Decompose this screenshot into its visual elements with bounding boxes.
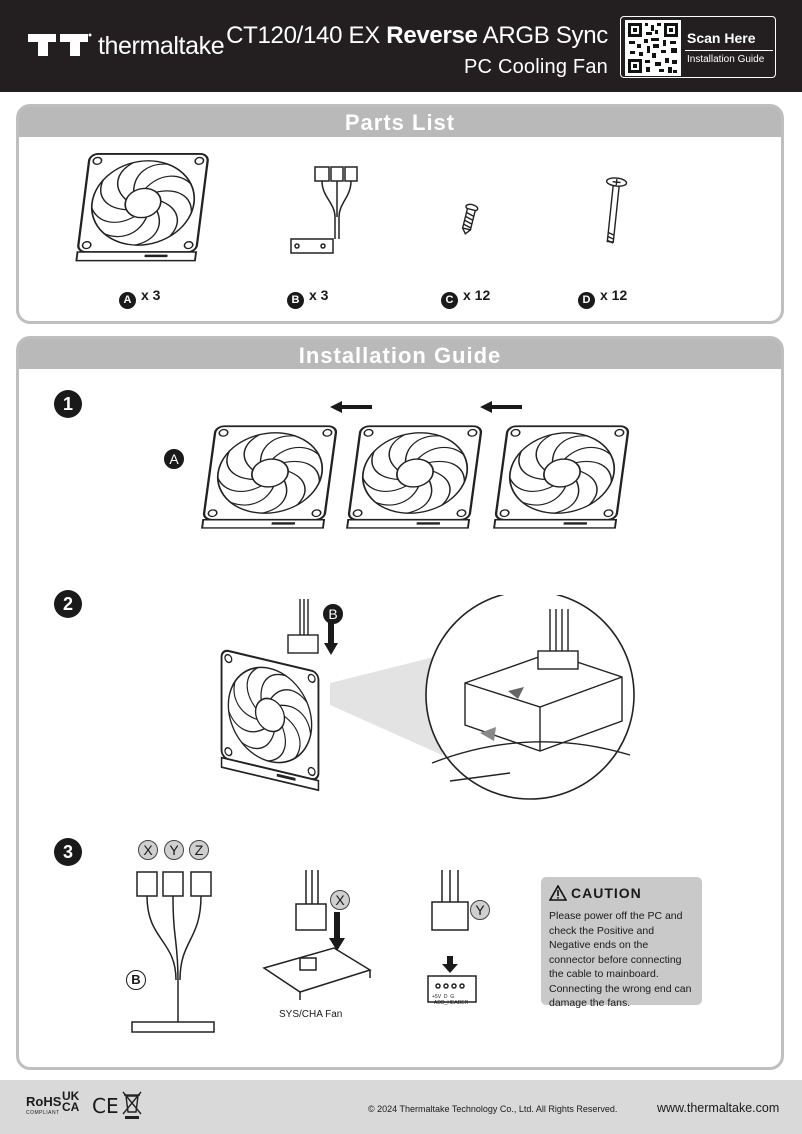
parts-illustrations [75, 152, 628, 262]
warning-triangle-icon [549, 885, 567, 901]
installation-guide-link: Installation Guide [687, 54, 765, 65]
header: thermaltake CT120/140 EX Reverse ARGB Sy… [0, 0, 802, 92]
fan-1-icon [200, 425, 338, 530]
scan-divider [685, 50, 773, 51]
side-fan-icon [220, 648, 320, 792]
label-z-badge: Z [189, 840, 209, 860]
label-y-badge-header: Y [470, 900, 490, 920]
brand-name: thermaltake [98, 32, 225, 60]
step-1-marker: 1 [54, 390, 82, 418]
weee-bin-icon [122, 1091, 142, 1119]
scan-qr-box[interactable]: Scan Here Installation Guide [620, 16, 776, 78]
step-2-illustration [220, 595, 635, 800]
caution-title: CAUTION [571, 885, 642, 901]
fan-3-icon [492, 425, 630, 530]
caution-box: CAUTION Please power off the PC and chec… [541, 877, 702, 1009]
parts-list-title: Parts List [344, 110, 456, 135]
part-c-badge: C [441, 292, 458, 309]
step-3-illustration [131, 870, 477, 1033]
parts-list-header: Parts List [19, 107, 781, 137]
arrow-left-icon-1 [330, 401, 372, 413]
ce-mark: CE [92, 1094, 119, 1118]
arrow-down-icon-3 [442, 956, 458, 973]
label-b-badge-step3: B [126, 970, 146, 990]
arrow-left-icon-2 [480, 401, 522, 413]
product-subtitle: PC Cooling Fan [464, 56, 608, 78]
part-d-long-screw-icon [605, 177, 628, 244]
part-b-badge: B [287, 292, 304, 309]
part-a-badge: A [119, 292, 136, 309]
sys-cha-fan-caption: SYS/CHA Fan [279, 1009, 343, 1020]
arrow-down-icon-2 [329, 912, 345, 951]
installation-guide-title: Installation Guide [298, 343, 502, 368]
part-d-badge: D [578, 292, 595, 309]
part-a-fan-icon [75, 152, 210, 262]
arrow-down-icon-1 [324, 621, 338, 655]
installation-guide-header: Installation Guide [19, 339, 781, 369]
step-3-marker: 3 [54, 838, 82, 866]
copyright-text: © 2024 Thermaltake Technology Co., Ltd. … [368, 1104, 618, 1114]
label-b-badge-step2: B [323, 604, 343, 624]
qr-code-icon [625, 20, 681, 76]
scan-here-label: Scan Here [687, 30, 756, 46]
argb-header-label: ADD_HEADER [434, 1000, 469, 1006]
thermaltake-logo-icon [28, 33, 92, 56]
label-x-badge: X [138, 840, 158, 860]
product-title: CT120/140 EX Reverse ARGB Sync [226, 22, 608, 49]
step-1-illustration [200, 401, 630, 530]
part-c-screw-icon [461, 203, 479, 235]
website-link[interactable]: www.thermaltake.com [657, 1101, 780, 1115]
label-a-badge: A [164, 449, 184, 469]
fan-2-icon [345, 425, 483, 530]
step-2-marker: 2 [54, 590, 82, 618]
caution-body: Please power off the PC and check the Po… [549, 910, 692, 1009]
label-y-badge: Y [164, 840, 184, 860]
argb-pin-label: +5V D G [432, 994, 455, 1000]
label-x-badge-header: X [330, 890, 350, 910]
part-b-cable-icon [290, 166, 358, 254]
